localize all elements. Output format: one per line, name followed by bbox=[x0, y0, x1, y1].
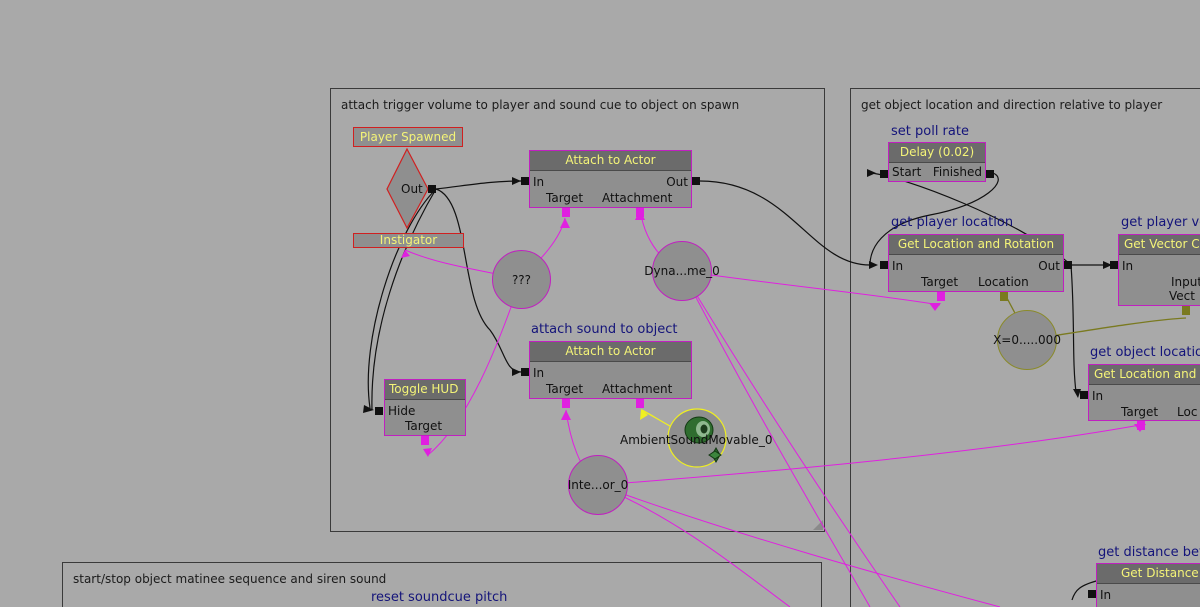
location-pin[interactable] bbox=[1000, 292, 1008, 301]
out-label: Out bbox=[401, 182, 423, 196]
variable-label: Inte...or_0 bbox=[567, 478, 629, 492]
attachment-pin[interactable] bbox=[636, 208, 644, 217]
finished-label: Finished bbox=[932, 165, 982, 179]
start-pin[interactable] bbox=[880, 170, 888, 178]
node-title: Delay (0.02) bbox=[889, 143, 985, 163]
location-label: Location bbox=[978, 275, 1029, 289]
delay-node[interactable]: Delay (0.02) Start Finished bbox=[888, 142, 986, 182]
variable-dynamic[interactable]: Dyna...me_0 bbox=[644, 241, 720, 301]
in-pin[interactable] bbox=[1110, 261, 1118, 269]
finished-pin[interactable] bbox=[986, 170, 994, 178]
in-label: In bbox=[1100, 588, 1112, 602]
in-label: In bbox=[1092, 389, 1104, 403]
node-caption: get distance bet bbox=[1098, 545, 1200, 560]
target-pin[interactable] bbox=[562, 399, 570, 408]
vect-label: Vect bbox=[1169, 289, 1195, 303]
attach-to-actor-node[interactable]: Attach to Actor In Out Target Attachment bbox=[529, 150, 692, 208]
node-title: Attach to Actor bbox=[530, 151, 691, 171]
resize-grip[interactable] bbox=[813, 520, 823, 530]
attachment-pin[interactable] bbox=[636, 399, 644, 408]
target-label: Target bbox=[546, 191, 584, 205]
node-title: Attach to Actor bbox=[530, 342, 691, 362]
target-label: Target bbox=[921, 275, 959, 289]
in-pin[interactable] bbox=[521, 368, 529, 376]
node-caption: reset soundcue pitch bbox=[371, 590, 508, 605]
node-caption: get object locatio bbox=[1090, 345, 1200, 360]
comment-title: get object location and direction relati… bbox=[861, 98, 1163, 112]
out-pin[interactable] bbox=[1064, 261, 1072, 269]
instigator-label: Instigator bbox=[379, 233, 438, 247]
node-caption: attach sound to object bbox=[531, 322, 678, 337]
comment-title: start/stop object matinee sequence and s… bbox=[73, 572, 387, 586]
node-title: Get Distance bbox=[1097, 564, 1200, 584]
out-label: Out bbox=[666, 175, 688, 189]
get-object-location-node[interactable]: Get Location and In Target Loc bbox=[1088, 364, 1200, 421]
in-label: In bbox=[533, 175, 545, 189]
in-pin[interactable] bbox=[880, 261, 888, 269]
in-pin[interactable] bbox=[521, 177, 529, 185]
variable-vector[interactable]: X=0.....000 bbox=[993, 310, 1061, 370]
event-title: Player Spawned bbox=[359, 130, 457, 144]
attachment-label: Attachment bbox=[602, 382, 673, 396]
in-label: In bbox=[1122, 259, 1134, 273]
toggle-hud-node[interactable]: Toggle HUD Hide Target bbox=[384, 379, 466, 436]
node-caption: get player location bbox=[891, 215, 1014, 230]
input-label: Input bbox=[1171, 275, 1200, 289]
comment-title: attach trigger volume to player and soun… bbox=[341, 98, 740, 112]
node-caption: get player ve bbox=[1121, 215, 1200, 230]
node-title: Get Vector C bbox=[1119, 235, 1200, 255]
in-label: In bbox=[533, 366, 545, 380]
variable-label: ??? bbox=[511, 272, 532, 287]
instigator-box[interactable]: Instigator bbox=[353, 233, 464, 248]
player-spawned-title[interactable]: Player Spawned bbox=[353, 127, 463, 147]
target-pin[interactable] bbox=[421, 436, 429, 445]
get-vector-node[interactable]: Get Vector C In Input Vect bbox=[1118, 234, 1200, 306]
attach-to-actor-node[interactable]: Attach to Actor In Target Attachment bbox=[529, 341, 692, 399]
variable-label: X=0.....000 bbox=[993, 333, 1061, 347]
out-pin[interactable] bbox=[692, 177, 700, 185]
vector-pin[interactable] bbox=[1182, 306, 1190, 315]
hide-label: Hide bbox=[388, 404, 416, 418]
in-pin[interactable] bbox=[1088, 590, 1096, 598]
node-title: Get Location and bbox=[1089, 365, 1200, 385]
target-pin[interactable] bbox=[1137, 421, 1145, 430]
node-title: Toggle HUD bbox=[385, 380, 465, 400]
in-label: In bbox=[892, 259, 904, 273]
target-pin[interactable] bbox=[937, 292, 945, 301]
target-label: Target bbox=[546, 382, 584, 396]
node-caption: set poll rate bbox=[891, 124, 969, 139]
out-label: Out bbox=[1038, 259, 1060, 273]
node-title: Get Location and Rotation bbox=[889, 235, 1063, 255]
target-label: Target bbox=[1121, 405, 1159, 419]
out-pin[interactable] bbox=[428, 185, 436, 193]
get-location-rotation-node[interactable]: Get Location and Rotation In Out Target … bbox=[888, 234, 1064, 292]
loc-label: Loc bbox=[1177, 405, 1198, 419]
target-label: Target bbox=[405, 419, 443, 433]
get-distance-node[interactable]: Get Distance In bbox=[1096, 563, 1200, 607]
ambient-sound-label: AmbientSoundMovable_0 bbox=[620, 433, 773, 447]
attachment-label: Attachment bbox=[602, 191, 673, 205]
start-label: Start bbox=[892, 165, 922, 179]
hide-pin[interactable] bbox=[375, 407, 383, 415]
event-diamond[interactable] bbox=[386, 148, 432, 230]
in-pin[interactable] bbox=[1080, 391, 1088, 399]
variable-interp[interactable]: Inte...or_0 bbox=[568, 455, 628, 515]
ambient-sound-icon[interactable] bbox=[667, 408, 729, 470]
target-pin[interactable] bbox=[562, 208, 570, 217]
variable-label: Dyna...me_0 bbox=[644, 264, 720, 278]
variable-unknown[interactable]: ??? bbox=[492, 250, 551, 309]
